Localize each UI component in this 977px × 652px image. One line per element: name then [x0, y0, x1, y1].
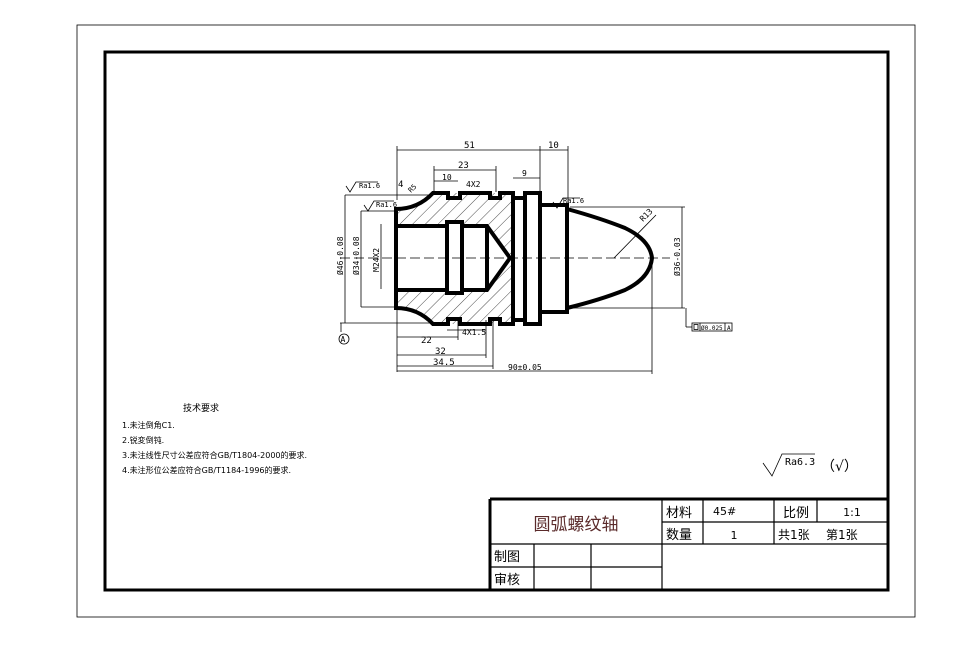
part-name: 圆弧螺纹轴	[534, 515, 619, 535]
surface-finish-value: Ra6.3	[785, 457, 815, 468]
dim-groove-bottom: 4X1.5	[462, 328, 486, 337]
datum-symbol-icon	[338, 333, 350, 345]
dimension-lines	[340, 146, 692, 374]
ra-1: Ra1.6	[359, 182, 380, 190]
tech-requirement-item: 3.未注线性尺寸公差应符合GB/T1804-2000的要求.	[122, 450, 307, 460]
sheet-number: 第1张	[826, 528, 858, 542]
dim-thread: M24X2	[372, 248, 381, 272]
surface-finish-other: （√）	[821, 459, 858, 475]
position-tolerance-icon	[693, 324, 699, 330]
outer-border	[76, 24, 916, 618]
dim-90: 90±0.05	[508, 363, 542, 372]
inner-border	[103, 50, 890, 592]
dim-22: 22	[421, 336, 432, 346]
title-block: 圆弧螺纹轴 材料 45# 比例 1:1 数量 1 共1张 第1张 制图 审核	[488, 497, 888, 590]
dim-dia34: Ø34-0.08	[351, 236, 361, 275]
geometric-tolerance-frame: Ø0.025 A	[691, 322, 733, 332]
dim-10: 10	[442, 173, 452, 182]
dim-dia36: Ø36-0.03	[672, 237, 682, 276]
dim-32: 32	[435, 347, 446, 357]
sheet-count: 共1张	[778, 528, 810, 542]
dim-10-top: 10	[548, 141, 559, 151]
tech-requirement-item: 4.未注形位公差应符合GB/T1184-1996的要求.	[122, 465, 291, 475]
dim-dia46: Ø46-0.08	[335, 236, 345, 275]
drawn-by-label: 制图	[494, 550, 520, 565]
datum-label: A	[341, 335, 346, 344]
roughness-icon	[345, 181, 815, 477]
tolerance-datum: A	[727, 325, 731, 332]
ra-3: Ra1.6	[563, 197, 584, 205]
dim-r-small: R5	[407, 183, 419, 195]
ra-2: Ra1.6	[376, 201, 397, 209]
dim-groove-top: 4X2	[466, 180, 481, 189]
dim-4: 4	[398, 180, 403, 190]
dim-9: 9	[522, 169, 527, 178]
tolerance-value: Ø0.025	[701, 325, 723, 332]
material-value: 45#	[713, 505, 736, 518]
quantity-value: 1	[731, 529, 738, 542]
tech-requirements-title: 技术要求	[183, 402, 219, 414]
dim-51: 51	[464, 141, 475, 151]
dim-r13: R13	[638, 207, 655, 224]
tech-requirements: 技术要求 1.未注倒角C1. 2.锐変倒钝. 3.未注线性尺寸公差应符合GB/T…	[122, 402, 307, 475]
tech-requirement-item: 2.锐変倒钝.	[122, 435, 164, 445]
scale-value: 1:1	[843, 506, 861, 519]
dim-34-5: 34.5	[433, 358, 455, 368]
scale-label: 比例	[783, 506, 809, 521]
section-hatch	[396, 193, 513, 324]
material-label: 材料	[666, 506, 692, 521]
quantity-label: 数量	[666, 528, 692, 543]
checked-by-label: 审核	[494, 573, 520, 588]
tech-requirement-item: 1.未注倒角C1.	[122, 420, 175, 430]
dim-23: 23	[458, 161, 469, 171]
